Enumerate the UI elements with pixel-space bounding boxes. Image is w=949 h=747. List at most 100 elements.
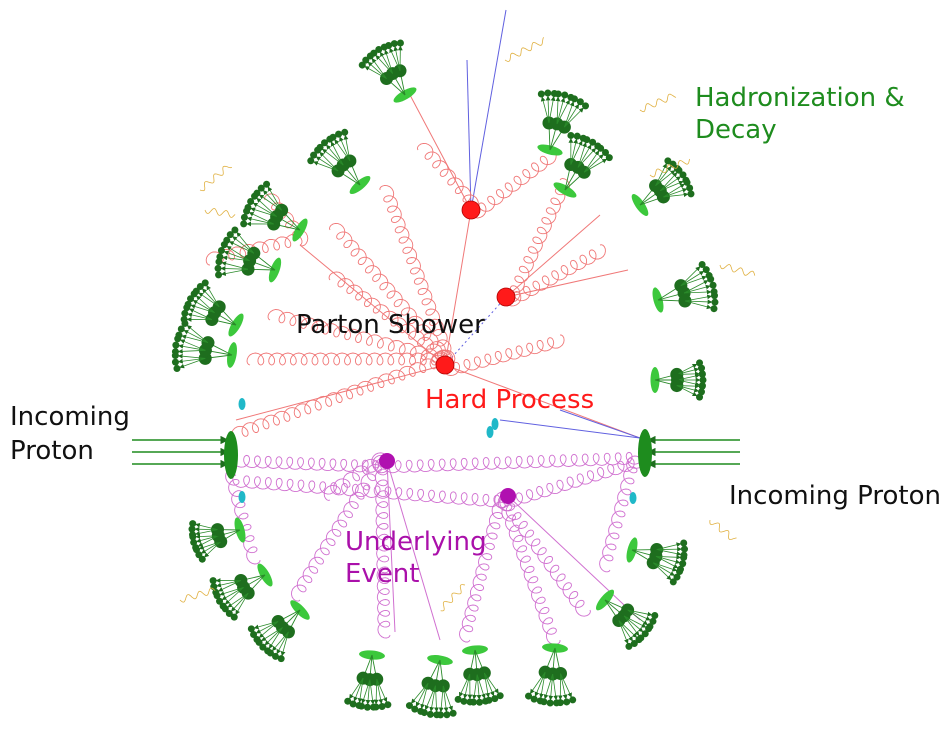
shower-gluon [505,178,570,303]
decay-product [219,602,227,610]
decay-track [181,334,209,344]
hadronization-label-line1: Hadronization & [695,83,905,113]
photon-line [440,584,466,612]
quark-line-blue [466,59,472,211]
hadronization-label-line2: Decay [695,115,777,145]
decay-track [627,609,653,617]
decay-product [321,139,329,147]
jet-left [214,226,282,283]
decay-track [218,580,242,592]
decay-product [651,612,659,620]
decay-track [570,140,583,165]
shower-gluon [504,244,606,307]
jet-upper-right [553,131,613,198]
decay-product [189,531,197,539]
decay-product [496,692,504,700]
decay-track [375,54,393,74]
decay-product [196,282,204,290]
decay-track [268,627,283,649]
quark-line [505,214,601,298]
jet-left-upper [240,180,308,242]
decay-product [710,292,718,300]
decay-product [223,236,231,244]
decay-track [194,529,218,536]
decay-product [263,180,271,188]
quark-line-blue [499,419,641,439]
decay-track [543,673,554,700]
decay-product [181,309,189,317]
jet-bottom-mid2 [454,645,504,706]
decay-track [178,344,206,351]
decay-track [420,683,429,709]
decay-product [264,647,272,655]
decay-track [618,620,633,642]
decay-track [683,280,709,294]
decay-track [680,275,707,286]
photon-line [504,37,545,62]
decay-product [201,279,209,287]
decay-product [544,89,552,97]
decay-product [184,300,192,308]
decay-product [177,325,185,333]
decay-product [698,370,706,378]
decay-track [201,541,221,554]
decay-product [680,554,688,562]
decay-product [569,696,577,704]
decay-product [630,640,638,648]
decay-track [556,97,566,125]
ue-gluon [232,454,391,474]
decay-track [652,562,675,576]
shower-gluon [328,271,452,366]
decay-product [711,298,719,306]
decay-product [553,699,561,707]
decay-track [330,141,344,166]
decay-product [216,597,224,605]
decay-product [375,46,383,54]
decay-product [669,578,677,586]
decay-track [365,679,371,705]
parton-shower-label: Parton Shower [296,310,485,340]
decay-product [583,136,591,144]
decay-product [187,295,195,303]
decay-product [370,703,378,711]
decay-product [530,695,538,703]
decay-product [192,287,200,295]
decay-track [483,672,495,697]
decay-product [209,577,217,585]
decay-track [476,674,486,699]
decay-product [349,700,357,708]
decay-product [216,253,224,261]
decay-product [247,625,255,633]
incoming-proton-left-line1: Incoming [10,402,130,432]
decay-track [676,363,698,375]
decay-track [322,148,344,166]
quark-line [444,364,641,439]
decay-track [463,674,471,699]
decay-product [554,90,562,98]
decay-track [227,592,249,608]
underlying-event-label: Underlying Event [345,527,495,589]
decay-track [326,144,344,166]
decay-track [540,96,550,124]
decay-product [561,91,569,99]
decay-track [343,134,351,162]
shower-vertex-upper [461,200,481,220]
photon-line [719,264,756,276]
decay-track [577,144,592,168]
decay-track [660,180,684,192]
decay-track [192,299,215,313]
decay-product [664,157,672,165]
decay-product [683,178,691,186]
decay-track [262,190,282,211]
quark-line [235,364,446,421]
decay-track [376,679,384,705]
decay-track [623,615,640,636]
decay-track [548,95,556,124]
decay-product [707,275,715,283]
decay-track [246,216,274,225]
decay-product [240,213,248,221]
decay-track [353,677,364,702]
decay-track [570,138,578,165]
decay-product [277,655,285,663]
jet-right-mid [650,359,707,401]
